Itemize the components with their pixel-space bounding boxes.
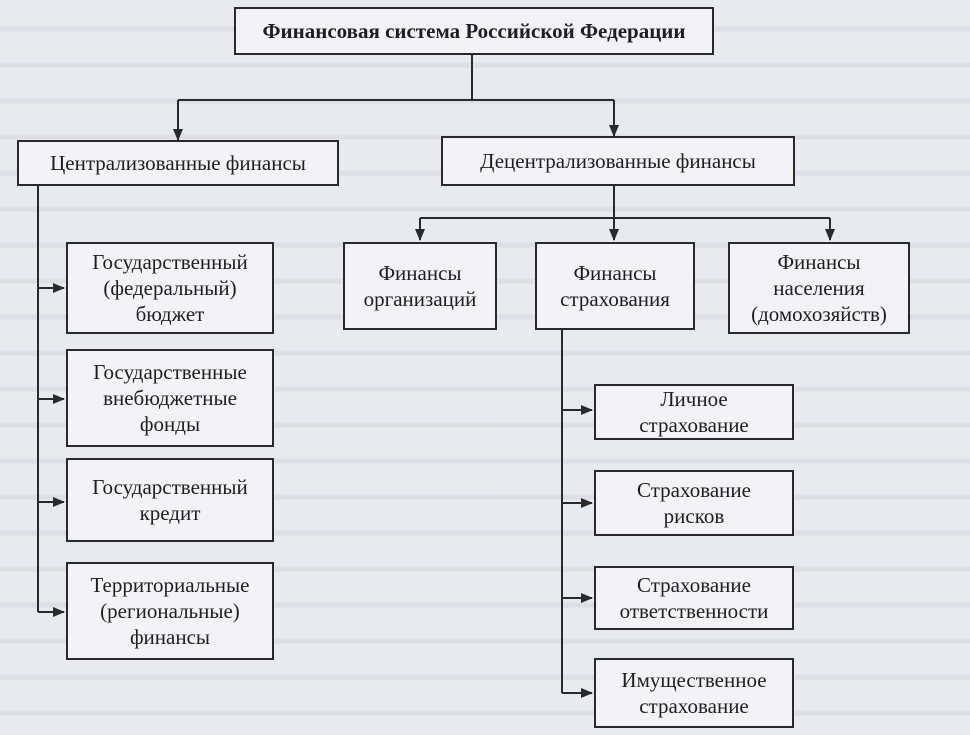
property-insurance-box: Имущественное страхование [594,658,794,728]
regional-finance-box: Территориальные (региональные) финансы [66,562,274,660]
extrabudgetary-funds-box: Государственные внебюджетные фонды [66,349,274,447]
personal-insurance-box: Личное страхование [594,384,794,440]
household-finance-box: Финансы населения (домохозяйств) [728,242,910,334]
state-credit-box: Государственный кредит [66,458,274,542]
insurance-finance-box: Финансы страхования [535,242,695,330]
decentralized-finance-box: Децентрализованные финансы [441,136,795,186]
risk-insurance-box: Страхование рисков [594,470,794,536]
liability-insurance-box: Страхование ответственности [594,566,794,630]
federal-budget-box: Государственный (федеральный) бюджет [66,242,274,334]
organization-finance-box: Финансы организаций [343,242,497,330]
financial-system-title-box: Финансовая система Российской Федерации [234,7,714,55]
centralized-finance-box: Централизованные финансы [17,140,339,186]
